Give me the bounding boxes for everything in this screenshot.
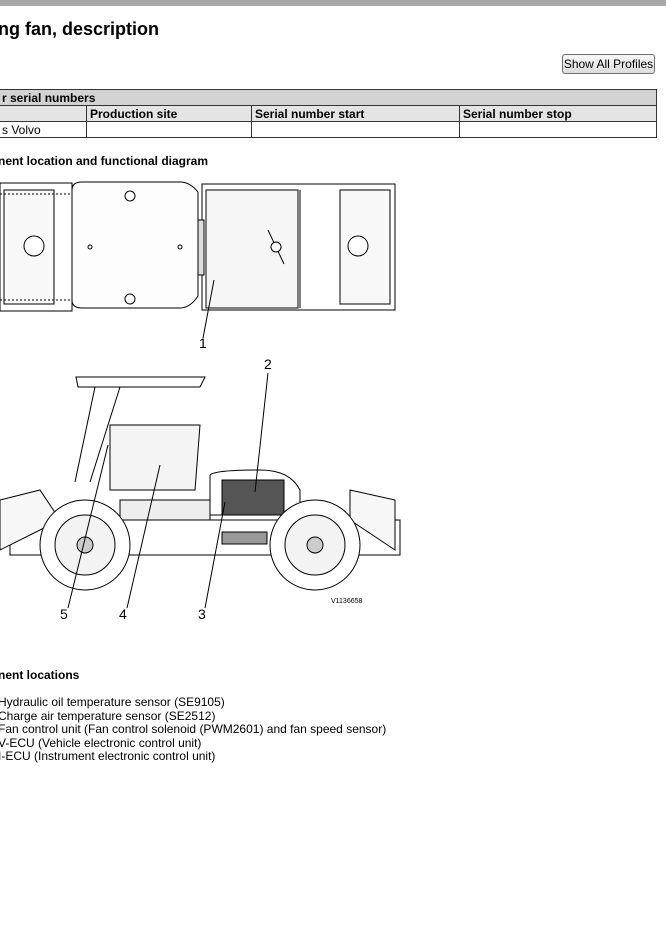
table-cell: s Volvo xyxy=(0,121,87,138)
callout-5: 5 xyxy=(60,606,68,620)
table-cell xyxy=(251,121,460,138)
component-location-diagram: 1 2 3 4 5 V1136658 xyxy=(0,181,401,620)
column-header-serial-start: Serial number start xyxy=(251,105,460,122)
page-title: ng fan, description xyxy=(0,19,160,39)
list-item: Fan control unit (Fan control solenoid (… xyxy=(0,722,387,737)
serial-number-table: r serial numbers Production site Serial … xyxy=(0,89,657,138)
top-bar xyxy=(0,0,666,6)
figure-code: V1136658 xyxy=(331,598,363,605)
callout-4: 4 xyxy=(119,606,127,620)
table-caption: r serial numbers xyxy=(0,89,657,106)
column-header xyxy=(0,105,87,122)
column-header-production-site: Production site xyxy=(86,105,252,122)
table-cell xyxy=(86,121,252,138)
show-all-profiles-button[interactable]: Show All Profiles xyxy=(562,54,655,74)
table-cell xyxy=(459,121,657,138)
top-view-drawing xyxy=(0,181,396,339)
locations-heading: nent locations xyxy=(0,668,80,682)
list-item: V-ECU (Vehicle electronic control unit) xyxy=(0,735,202,750)
callout-2: 2 xyxy=(264,356,272,372)
callout-3: 3 xyxy=(198,606,206,620)
list-item: I-ECU (Instrument electronic control uni… xyxy=(0,749,216,764)
column-header-serial-stop: Serial number stop xyxy=(459,105,657,122)
diagram-heading: nent location and functional diagram xyxy=(0,154,209,168)
callout-1: 1 xyxy=(199,335,207,351)
component-list: Hydraulic oil temperature sensor (SE9105… xyxy=(0,695,387,764)
list-item: Charge air temperature sensor (SE2512) xyxy=(0,708,216,723)
table-row: s Volvo xyxy=(0,121,657,138)
list-item: Hydraulic oil temperature sensor (SE9105… xyxy=(0,695,225,709)
side-view-drawing xyxy=(0,372,401,609)
